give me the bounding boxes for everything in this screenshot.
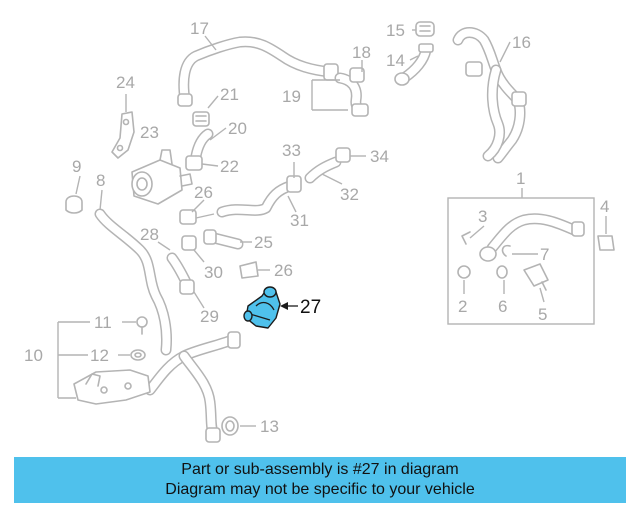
label-8[interactable]: 8	[96, 171, 105, 190]
hose-29[interactable]	[166, 252, 195, 295]
label-30[interactable]: 30	[204, 263, 223, 282]
label-12[interactable]: 12	[90, 346, 109, 365]
label-6[interactable]: 6	[498, 297, 507, 316]
thermostat-housing-27[interactable]	[243, 286, 281, 329]
clip-9[interactable]	[65, 195, 83, 214]
label-4[interactable]: 4	[600, 197, 609, 216]
seal-12[interactable]	[130, 349, 146, 361]
label-27[interactable]: 27	[300, 297, 321, 318]
clip-7[interactable]	[501, 244, 511, 257]
label-9[interactable]: 9	[72, 157, 81, 176]
label-20[interactable]: 20	[228, 119, 247, 138]
label-28[interactable]: 28	[140, 225, 159, 244]
bolt-11[interactable]	[136, 316, 148, 335]
label-3[interactable]: 3	[478, 207, 487, 226]
hose-18[interactable]	[334, 67, 369, 117]
label-31[interactable]: 31	[290, 211, 309, 230]
label-19[interactable]: 19	[282, 87, 301, 106]
seal-2[interactable]	[457, 265, 471, 279]
leader-27	[280, 302, 298, 310]
label-14[interactable]: 14	[386, 51, 405, 70]
bracket-10[interactable]	[73, 369, 151, 405]
part-labels: 17 18 19 15 14 16 24 21 20 23 22 33 34 3…	[24, 19, 609, 436]
label-29[interactable]: 29	[200, 307, 219, 326]
label-26-lower[interactable]: 26	[274, 261, 293, 280]
assembly-1-box	[447, 188, 595, 325]
sensor-5[interactable]	[523, 263, 549, 291]
label-23[interactable]: 23	[140, 123, 159, 142]
hose-1[interactable]	[479, 213, 585, 262]
label-11[interactable]: 11	[94, 313, 112, 332]
clip-3[interactable]	[461, 231, 471, 245]
hose-20[interactable]	[190, 128, 214, 162]
hose-17[interactable]	[177, 36, 339, 107]
banner-line-1: Part or sub-assembly is #27 in diagram	[181, 461, 459, 478]
label-13[interactable]: 13	[260, 417, 279, 436]
clip-33[interactable]	[286, 175, 302, 193]
clip-26a[interactable]	[179, 209, 197, 225]
seal-13[interactable]	[221, 416, 239, 436]
pump-23[interactable]	[131, 149, 193, 205]
hose-14[interactable]	[394, 43, 434, 86]
info-banner: Part or sub-assembly is #27 in diagram D…	[14, 457, 626, 503]
clip-34[interactable]	[335, 147, 351, 163]
seal-6[interactable]	[496, 265, 508, 279]
label-10[interactable]: 10	[24, 346, 43, 365]
hose-25[interactable]	[203, 229, 244, 250]
parts-diagram: 17 18 19 15 14 16 24 21 20 23 22 33 34 3…	[24, 19, 615, 443]
label-33[interactable]: 33	[282, 141, 301, 160]
label-26-upper[interactable]: 26	[194, 183, 213, 202]
clip-26b[interactable]	[239, 261, 259, 279]
hose-16[interactable]	[452, 27, 527, 164]
label-1[interactable]: 1	[516, 169, 525, 188]
leader-lines	[57, 29, 607, 427]
label-24[interactable]: 24	[116, 73, 135, 92]
label-7[interactable]: 7	[540, 245, 549, 264]
clip-15[interactable]	[415, 21, 435, 37]
clip-22[interactable]	[185, 155, 203, 171]
label-32[interactable]: 32	[340, 185, 359, 204]
label-17[interactable]: 17	[190, 19, 209, 38]
label-22[interactable]: 22	[220, 157, 239, 176]
coolant-pipe[interactable]	[144, 331, 241, 443]
clip-21[interactable]	[192, 111, 210, 127]
bracket-24[interactable]	[111, 111, 135, 159]
hose-8[interactable]	[94, 208, 172, 356]
label-25[interactable]: 25	[254, 233, 273, 252]
clip-28[interactable]	[181, 235, 197, 251]
label-21[interactable]: 21	[220, 85, 239, 104]
hose-32[interactable]	[304, 156, 342, 184]
banner-line-2: Diagram may not be specific to your vehi…	[165, 481, 475, 498]
label-34[interactable]: 34	[370, 147, 389, 166]
label-5[interactable]: 5	[538, 305, 547, 324]
label-15[interactable]: 15	[386, 21, 405, 40]
label-18[interactable]: 18	[352, 43, 371, 62]
label-2[interactable]: 2	[458, 297, 467, 316]
clip-4[interactable]	[597, 235, 615, 251]
hose-31[interactable]	[216, 180, 296, 218]
label-16[interactable]: 16	[512, 33, 531, 52]
